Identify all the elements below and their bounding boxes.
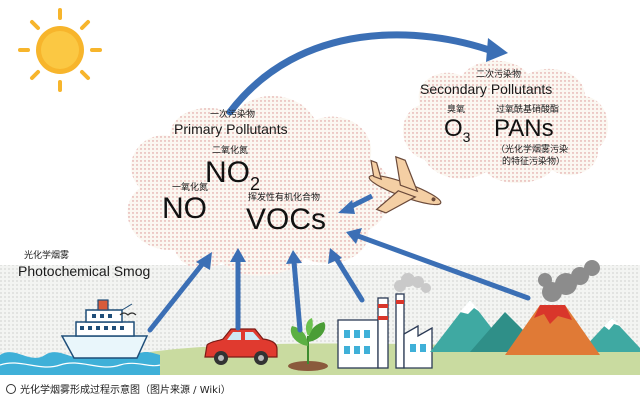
volcano-icon [505,260,600,355]
caption-text: 光化学烟雾形成过程示意图（图片来源 / Wiki） [20,385,231,396]
o3-formula: O3 [444,115,471,145]
vocs-label-cn: 挥发性有机化合物 [248,193,321,203]
o3-subscript: 3 [462,129,471,145]
emission-arrows [147,233,531,333]
emission-arrow-heads [196,228,362,270]
curved-arrow [226,31,499,116]
ship-icon [60,299,149,359]
secondary-title-cn: 二次污染物 [476,70,522,80]
plant-icon [288,318,328,371]
vocs-formula: VOCs [246,203,327,236]
smog-label-cn: 光化学烟雾 [24,251,70,261]
no-label-cn: 一氧化氮 [172,183,209,193]
secondary-title-en: Secondary Pollutants [420,81,553,97]
figure-caption: 光化学烟雾形成过程示意图（图片来源 / Wiki） [6,381,231,396]
no2-formula: NO2 [205,156,261,194]
smog-label-en: Photochemical Smog [18,263,151,279]
pans-note-line1: （光化学烟雾污染 [496,145,569,155]
o3-main: O [444,115,463,142]
no2-label-cn: 二氧化氮 [212,146,249,156]
caption-bullet-icon [6,384,16,394]
factory-icon [337,273,433,369]
no2-main: NO [205,156,250,189]
no2-subscript: 2 [250,174,261,194]
no-formula: NO [162,192,207,225]
primary-title-en: Primary Pollutants [174,121,288,137]
primary-pollutants-cloud [127,96,391,276]
pans-label-cn: 过氧酰基硝酸酯 [496,105,560,115]
primary-title-cn: 一次污染物 [210,110,256,120]
pans-formula: PANs [494,115,554,142]
sun-icon [18,8,102,92]
airplane-icon [368,155,442,214]
curved-arrow-head [486,38,508,62]
o3-label-cn: 臭氧 [447,105,466,115]
car-icon [204,328,278,365]
bird-icon [119,312,137,316]
secondary-pollutants-cloud [402,60,608,184]
pans-note-line2: 的特征污染物） [502,157,566,167]
